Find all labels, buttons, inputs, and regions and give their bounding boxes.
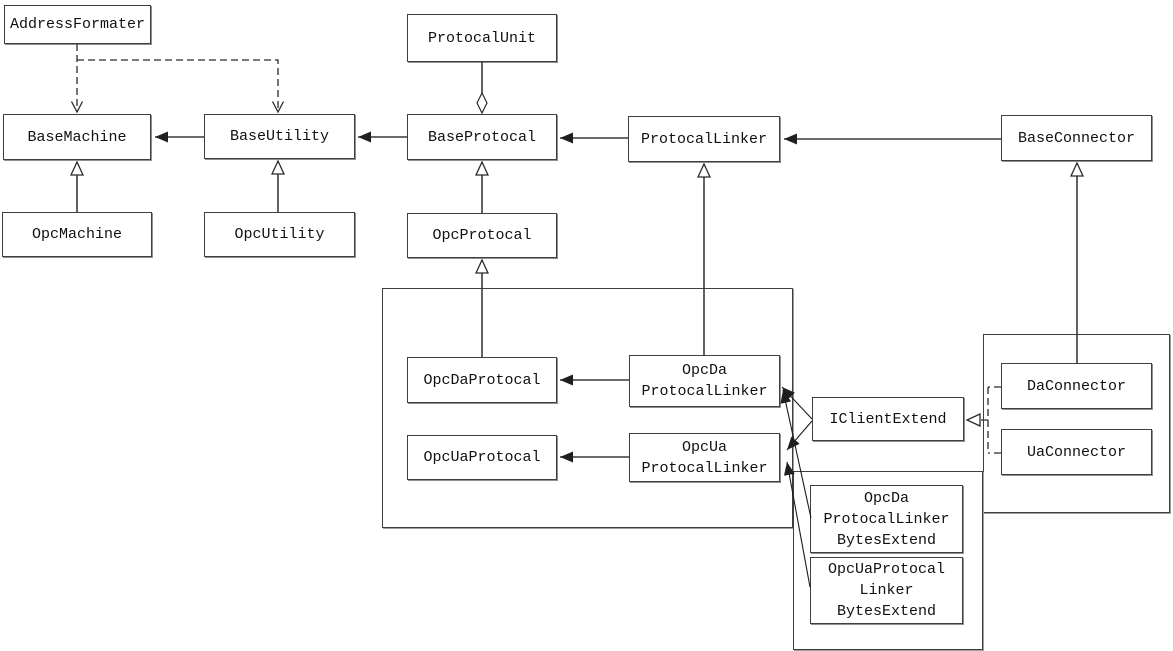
class-opc-da-protocal-linker-bytes-extend: OpcDa ProtocalLinker BytesExtend bbox=[810, 485, 963, 553]
aggregation-connector bbox=[476, 62, 488, 115]
class-protocal-linker: ProtocalLinker bbox=[628, 116, 780, 162]
class-base-machine: BaseMachine bbox=[3, 114, 151, 160]
class-base-utility: BaseUtility bbox=[204, 114, 355, 159]
class-protocal-unit: ProtocalUnit bbox=[407, 14, 557, 62]
class-base-connector: BaseConnector bbox=[1001, 115, 1152, 161]
group-connectors bbox=[983, 334, 1170, 513]
class-base-protocal: BaseProtocal bbox=[407, 114, 557, 160]
dependency-arrows bbox=[70, 44, 285, 114]
class-opc-protocal: OpcProtocal bbox=[407, 213, 557, 258]
class-opc-ua-protocal-linker-bytes-extend: OpcUaProtocal Linker BytesExtend bbox=[810, 557, 963, 624]
class-da-connector: DaConnector bbox=[1001, 363, 1152, 409]
class-ua-connector: UaConnector bbox=[1001, 429, 1152, 475]
class-opc-ua-protocal-linker: OpcUa ProtocalLinker bbox=[629, 433, 780, 482]
class-opc-da-protocal: OpcDaProtocal bbox=[407, 357, 557, 403]
aggregation-diamond bbox=[476, 91, 488, 115]
class-opc-utility: OpcUtility bbox=[204, 212, 355, 257]
class-address-formater: AddressFormater bbox=[4, 5, 151, 44]
class-opc-da-protocal-linker: OpcDa ProtocalLinker bbox=[629, 355, 780, 407]
group-opc-protocol-implementations bbox=[382, 288, 793, 528]
interface-i-client-extend: IClientExtend bbox=[812, 397, 964, 441]
class-opc-machine: OpcMachine bbox=[2, 212, 152, 257]
class-opc-ua-protocal: OpcUaProtocal bbox=[407, 435, 557, 480]
